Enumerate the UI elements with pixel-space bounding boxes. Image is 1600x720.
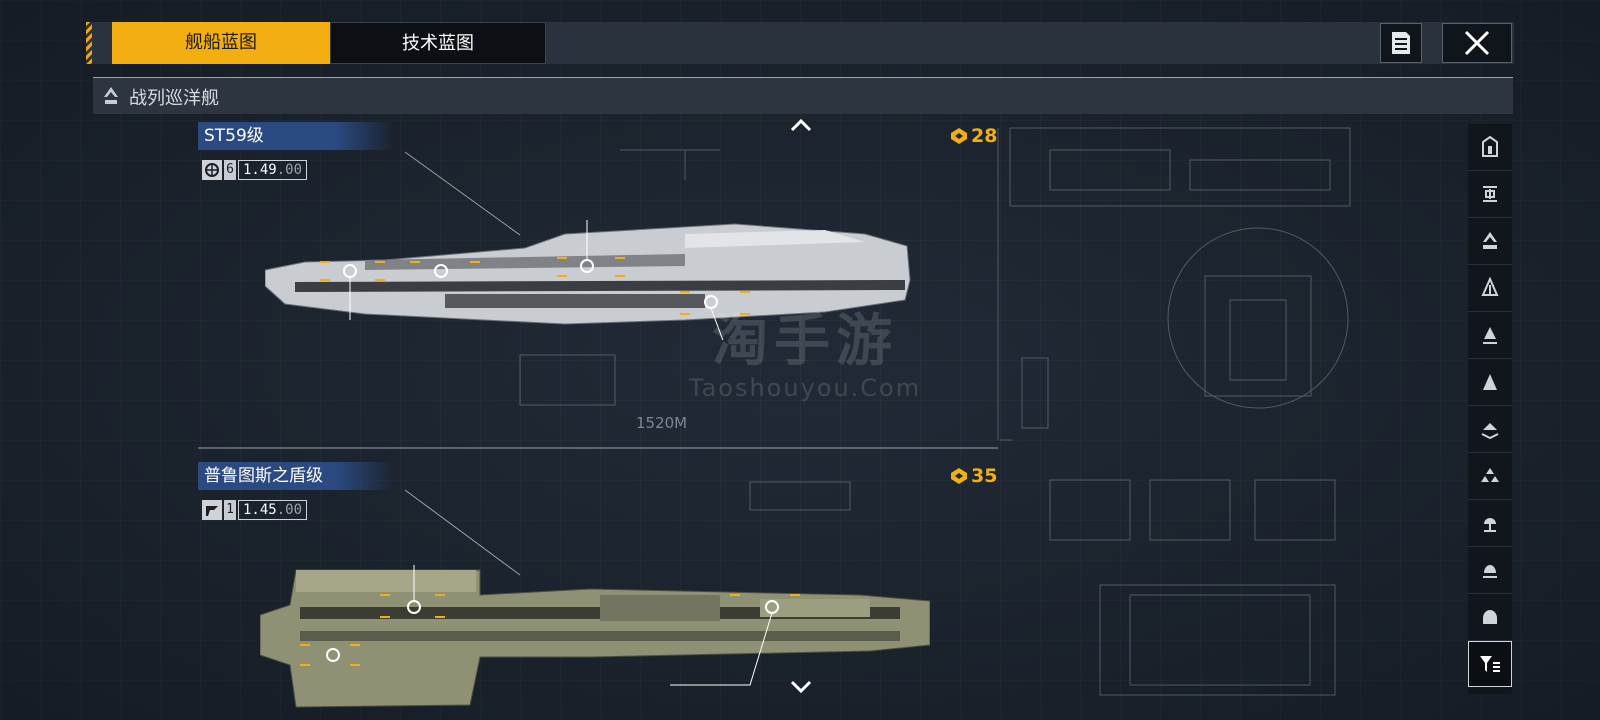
filter-frigate[interactable]: [1468, 359, 1512, 406]
ship-name: 普鲁图斯之盾级: [198, 462, 394, 490]
ship-stat-value: 1.49.00: [238, 160, 308, 180]
category-header: 战列巡洋舰: [93, 77, 1513, 114]
cost-badge-icon: [951, 468, 967, 484]
tab-bar-accent-stripe: [86, 22, 92, 64]
document-icon: [1392, 32, 1410, 54]
ship-cost: 35: [950, 465, 997, 487]
filter-dome[interactable]: [1468, 594, 1512, 641]
ship-stat-value: 1.45.00: [238, 500, 308, 520]
filter-battlecruiser[interactable]: [1468, 218, 1512, 265]
fighter-icon: [1481, 468, 1499, 482]
scroll-down-arrow-icon[interactable]: [790, 680, 812, 694]
battleship-icon: [1483, 186, 1497, 202]
filter-aux-ship[interactable]: [1468, 500, 1512, 547]
category-title: 战列巡洋舰: [129, 88, 219, 109]
battlecruiser-icon: [1483, 232, 1497, 249]
top-tab-bar: 舰船蓝图 技术蓝图: [86, 22, 1514, 64]
ship-stats: 6 1.49.00: [202, 159, 308, 181]
document-button[interactable]: [1380, 23, 1422, 63]
scale-label: 1520M: [636, 414, 687, 432]
ship-name: ST59级: [198, 122, 394, 150]
ship-class-filter-bar: [1468, 124, 1512, 694]
carrier-icon: [1482, 136, 1498, 157]
battlecruiser-class-icon: [104, 87, 118, 104]
destroyer-icon: [1483, 327, 1497, 344]
frigate-icon: [1483, 374, 1497, 390]
filter-carrier[interactable]: [1468, 124, 1512, 171]
ship-2-model[interactable]: [260, 565, 930, 715]
ship-cost: 28: [950, 125, 997, 147]
filter-bomber[interactable]: [1468, 547, 1512, 594]
globe-icon: [202, 160, 222, 180]
close-button[interactable]: [1442, 23, 1512, 63]
filter-fighter[interactable]: [1468, 453, 1512, 500]
filter-list-icon: [1480, 656, 1500, 672]
bomber-icon: [1483, 565, 1497, 578]
faction-icon: [202, 500, 222, 520]
aux-ship-icon: [1484, 518, 1496, 532]
ship-stat-count: 6: [224, 160, 236, 180]
cruiser-icon: [1481, 277, 1499, 296]
scroll-up-arrow-icon[interactable]: [790, 118, 812, 132]
filter-corvette[interactable]: [1468, 406, 1512, 453]
ship-stat-count: 1: [224, 500, 236, 520]
dome-icon: [1483, 610, 1497, 624]
cost-badge-icon: [951, 128, 967, 144]
ship-1-model[interactable]: [265, 220, 935, 340]
filter-cruiser[interactable]: [1468, 265, 1512, 312]
tab-tech-blueprint[interactable]: 技术蓝图: [330, 22, 546, 64]
tab-ship-blueprint[interactable]: 舰船蓝图: [112, 22, 330, 64]
filter-destroyer[interactable]: [1468, 312, 1512, 359]
corvette-icon: [1481, 423, 1499, 440]
ship-stats: 1 1.45.00: [202, 499, 308, 521]
filter-battleship[interactable]: [1468, 171, 1512, 218]
filter-list-button[interactable]: [1468, 641, 1512, 687]
close-icon: [1464, 30, 1490, 56]
